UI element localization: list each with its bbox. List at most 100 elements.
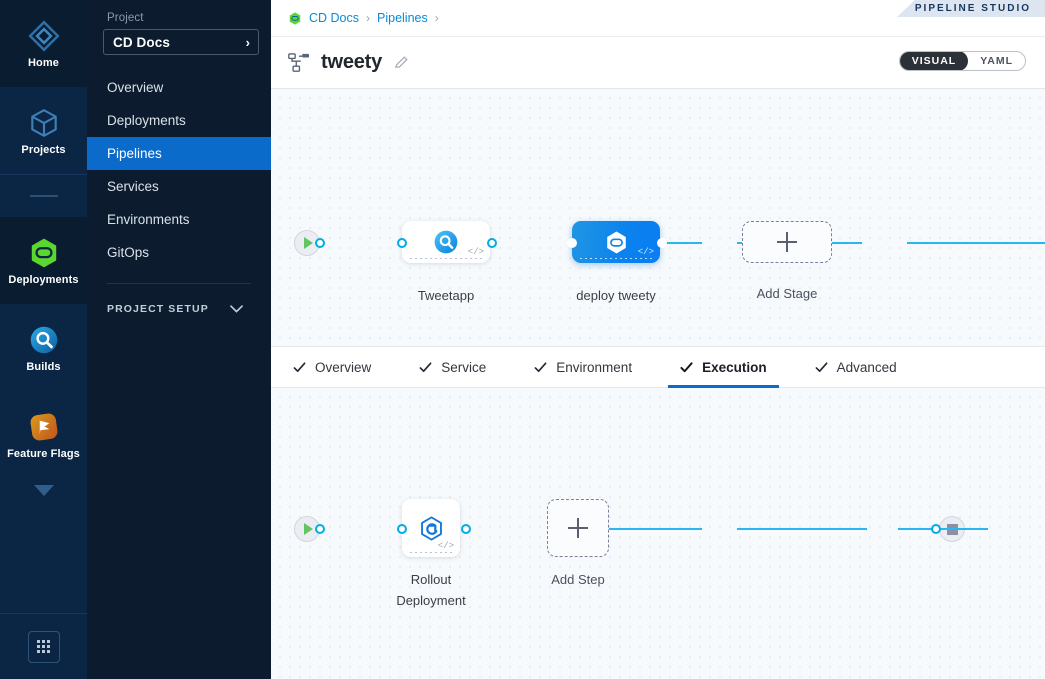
sidebar-item-overview[interactable]: Overview bbox=[107, 80, 164, 95]
tab-label: Advanced bbox=[836, 359, 897, 375]
connector-addstage-to-end bbox=[1032, 242, 1045, 245]
sidebar-item-gitops[interactable]: GitOps bbox=[107, 245, 150, 260]
rail-item-deployments[interactable]: Deployments bbox=[0, 217, 87, 304]
pencil-icon[interactable] bbox=[394, 55, 409, 70]
stage-node-dashed-rule bbox=[580, 258, 652, 259]
rail-item-feature-flags[interactable]: Feature Flags bbox=[0, 391, 87, 478]
rail-item-label: Projects bbox=[21, 143, 66, 156]
tab-service[interactable]: Service bbox=[419, 347, 486, 388]
add-step-button[interactable] bbox=[547, 499, 609, 557]
rail-apps-area bbox=[0, 613, 87, 679]
add-stage-button[interactable] bbox=[742, 221, 832, 263]
mode-toggle-yaml[interactable]: YAML bbox=[980, 55, 1013, 67]
tab-label: Service bbox=[441, 359, 487, 375]
check-icon bbox=[680, 361, 693, 372]
rail-item-label: Home bbox=[28, 56, 59, 69]
tab-label: Execution bbox=[702, 359, 767, 375]
stage-node-code-tag: </> bbox=[467, 247, 484, 257]
sidebar-item-deployments[interactable]: Deployments bbox=[107, 113, 186, 128]
sidebar-item-environments[interactable]: Environments bbox=[107, 212, 190, 227]
rollout-port-in[interactable] bbox=[397, 524, 407, 534]
breadcrumb-separator: › bbox=[434, 11, 439, 25]
breadcrumb: CD Docs › Pipelines › PIPELINE STUDIO bbox=[271, 0, 1045, 36]
breadcrumb-item-cd-docs[interactable]: CD Docs bbox=[309, 11, 360, 25]
tab-label: Environment bbox=[556, 359, 633, 375]
check-icon bbox=[419, 361, 432, 372]
builds-magnifier-icon bbox=[434, 230, 458, 254]
start-node-port[interactable] bbox=[315, 524, 325, 534]
grid-apps-icon[interactable] bbox=[27, 630, 60, 663]
check-icon bbox=[293, 361, 306, 372]
add-stage-label: Add Stage bbox=[756, 286, 818, 301]
rollout-port-out[interactable] bbox=[461, 524, 471, 534]
pipeline-studio-badge: PIPELINE STUDIO bbox=[896, 0, 1045, 17]
stage-node-dashed-rule bbox=[410, 258, 482, 259]
stage-node-label-deploy-tweety: deploy tweety bbox=[576, 288, 656, 303]
mode-toggle[interactable]: VISUAL YAML bbox=[898, 51, 1026, 71]
feature-flags-icon bbox=[30, 413, 57, 440]
connector-start-to-rollout bbox=[597, 528, 702, 531]
stage-node-tweetapp[interactable]: </> bbox=[402, 221, 490, 263]
k8s-rollout-icon bbox=[420, 515, 442, 541]
sidebar-divider bbox=[107, 283, 251, 284]
connector-deploy-to-addstage bbox=[907, 242, 1032, 245]
chevron-down-icon bbox=[230, 305, 243, 313]
check-icon bbox=[534, 361, 547, 372]
project-selector[interactable]: CD Docs › bbox=[103, 29, 259, 55]
tab-label: Overview bbox=[315, 359, 372, 375]
play-icon bbox=[304, 523, 313, 535]
check-icon bbox=[815, 361, 828, 372]
step-node-code-tag: </> bbox=[437, 541, 454, 551]
stage-canvas[interactable]: </> Tweetapp </> deploy tweety bbox=[271, 89, 1045, 347]
stage-node-code-tag: </> bbox=[637, 247, 654, 257]
rail-item-label: Feature Flags bbox=[7, 447, 80, 460]
deploy-port-in[interactable] bbox=[567, 238, 577, 248]
rail-more-button[interactable] bbox=[0, 478, 87, 518]
step-node-rollout-deployment[interactable]: </> bbox=[402, 499, 460, 557]
plus-icon bbox=[777, 232, 797, 252]
pipeline-nodes-icon bbox=[288, 52, 309, 72]
execution-canvas[interactable]: </> Rollout Deployment Add Step bbox=[271, 388, 1045, 679]
tab-execution[interactable]: Execution bbox=[668, 347, 779, 388]
rail-item-builds[interactable]: Builds bbox=[0, 304, 87, 391]
sidebar-project-setup-label: PROJECT SETUP bbox=[107, 303, 209, 315]
rail-divider bbox=[0, 174, 87, 175]
rail-item-home[interactable]: Home bbox=[0, 0, 87, 87]
pipeline-header: tweety VISUAL YAML bbox=[271, 36, 1045, 89]
sidebar-item-pipelines[interactable]: Pipelines bbox=[87, 137, 271, 170]
breadcrumb-separator: › bbox=[366, 11, 371, 25]
stage-node-deploy-tweety[interactable]: </> bbox=[572, 221, 660, 263]
rail-item-label: Deployments bbox=[8, 273, 79, 286]
step-node-dashed-rule bbox=[410, 552, 452, 553]
project-sidebar: Project CD Docs › Overview Deployments P… bbox=[87, 0, 271, 679]
rail-collapse-handle[interactable] bbox=[0, 175, 87, 217]
stage-graph: </> Tweetapp </> deploy tweety bbox=[271, 89, 1045, 346]
rail-item-label: Builds bbox=[26, 360, 61, 373]
chevron-right-icon: › bbox=[245, 34, 250, 50]
tab-overview[interactable]: Overview bbox=[293, 347, 371, 388]
tweetapp-port-out[interactable] bbox=[487, 238, 497, 248]
project-name: CD Docs bbox=[113, 34, 170, 50]
connector-addstep-to-end bbox=[898, 528, 988, 531]
deploy-port-out[interactable] bbox=[657, 238, 667, 248]
deployments-hex-icon bbox=[31, 238, 56, 267]
step-node-label-rollout-deployment: Rollout Deployment bbox=[396, 572, 466, 608]
end-node-port[interactable] bbox=[931, 524, 941, 534]
play-icon bbox=[304, 237, 313, 249]
main-area: CD Docs › Pipelines › PIPELINE STUDIO tw… bbox=[271, 0, 1045, 679]
breadcrumb-item-pipelines[interactable]: Pipelines bbox=[377, 11, 428, 25]
sidebar-section-label: Project bbox=[107, 12, 144, 24]
mode-toggle-visual[interactable]: VISUAL bbox=[899, 52, 969, 70]
plus-icon bbox=[568, 518, 588, 538]
start-node-port[interactable] bbox=[315, 238, 325, 248]
sidebar-project-setup[interactable]: PROJECT SETUP bbox=[87, 298, 271, 320]
harness-hex-icon bbox=[289, 11, 301, 25]
sidebar-item-services[interactable]: Services bbox=[107, 179, 159, 194]
tweetapp-port-in[interactable] bbox=[397, 238, 407, 248]
sidebar-nav: Overview Deployments Pipelines Services … bbox=[87, 71, 271, 269]
stage-node-label-tweetapp: Tweetapp bbox=[417, 288, 475, 303]
tab-advanced[interactable]: Advanced bbox=[815, 347, 897, 388]
rail-item-projects[interactable]: Projects bbox=[0, 87, 87, 174]
tab-environment[interactable]: Environment bbox=[534, 347, 632, 388]
